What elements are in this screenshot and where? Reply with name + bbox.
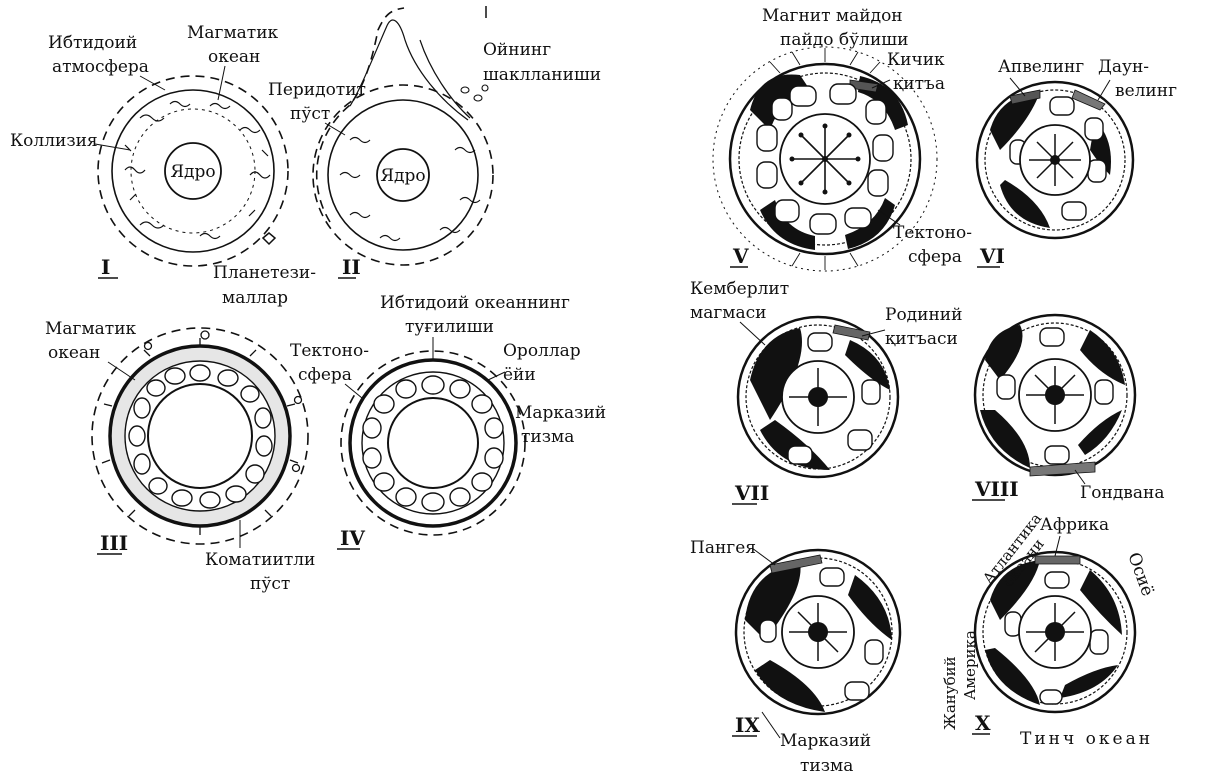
downwelling-label-line2: велинг [1115,81,1177,101]
primary-atmosphere-label-line2: атмосфера [52,57,149,77]
komatiite-crust-label-line2: пўст [250,574,290,594]
magmatic-ocean-label-1-line1: Магматик [187,23,279,43]
island-arcs-label-line2: ёйи [503,365,536,385]
stage-4-diagram: IV [337,351,525,550]
gondwana-label: Гондвана [1080,483,1164,503]
tectonosphere-label-4-line1: Тектоно- [290,341,369,361]
stage-7-diagram: VII [732,317,898,505]
central-ridge-label-4-line1: Марказий [515,403,606,423]
stage-numeral-4: IV [340,526,365,550]
kimberlite-magma-label-line2: магмаси [690,303,766,323]
stage-6-diagram: VI [977,82,1133,268]
planetesimals-label-line2: маллар [222,288,288,308]
core-label-2: Ядро [380,166,425,186]
stage-numeral-3: III [100,531,128,555]
south-america-label-line2: Америка [961,630,979,700]
stage-numeral-7: VII [734,481,769,505]
stage-numeral-10: X [975,711,991,735]
primary-atmosphere-label-line1: Ибтидоий [48,33,137,53]
downwelling-label-line1: Даун- [1098,57,1149,77]
rodinia-continent-label-line2: қитъаси [885,329,958,349]
stage-numeral-1: I [101,255,110,279]
stage-numeral-6: VI [979,244,1005,268]
pacific-ocean-label: Тинч океан [1020,729,1153,749]
tectonosphere-label-4-line2: сфера [298,365,352,385]
primary-ocean-birth-label-line2: туғилиши [405,317,494,337]
stage-numeral-2: II [342,255,361,279]
kimberlite-magma-label-line1: Кемберлит [690,279,789,299]
tectonosphere-label-5-line2: сфера [908,247,962,267]
core-label-1: Ядро [170,162,215,182]
stage-8-diagram: VIII [972,315,1135,501]
island-arcs-label-line1: Ороллар [503,341,581,361]
asia-label: Осиё [1123,550,1157,599]
moon-formation-label-line2: шаклланиши [483,65,601,85]
planetesimals-label-line1: Планетези- [213,263,316,283]
upwelling-label: Апвелинг [998,57,1084,77]
stage-3-diagram: III [92,328,308,555]
tectonosphere-label-5-line1: Тектоно- [893,223,972,243]
moon-formation-label-line1: Ойнинг [483,40,551,60]
pangea-label: Пангея [690,538,756,558]
stage-9-diagram: IX [732,550,900,737]
stage-numeral-5: V [732,244,749,268]
rodinia-continent-label-line1: Родиний [885,305,962,325]
south-america-label-line1: Жанубий [941,656,959,730]
central-ridge-label-4-line2: тизма [521,427,574,447]
africa-label: Африка [1040,515,1109,535]
collision-label: Коллизия [10,131,98,151]
magmatic-ocean-label-1-line2: океан [208,47,260,67]
small-continent-label-line1: Кичик [887,50,945,70]
small-continent-label-line2: қитъа [893,74,945,94]
peridotite-crust-label-line1: Перидотит [268,80,366,100]
primary-ocean-birth-label-line1: Ибтидоий океаннинг [380,293,570,313]
magnetic-field-label-line2: пайдо бўлиши [780,30,908,50]
peridotite-crust-label-line2: пўст [290,104,330,124]
magnetic-field-label-line1: Магнит майдон [762,6,903,26]
magmatic-ocean-label-3-line2: океан [48,343,100,363]
central-ridge-label-9-line1: Марказий [780,731,871,751]
stage-numeral-9: IX [735,713,760,737]
central-ridge-label-9-line2: тизма [800,756,853,776]
stage-numeral-8: VIII [974,477,1019,501]
magmatic-ocean-label-3-line1: Магматик [45,319,137,339]
komatiite-crust-label-line1: Коматиитли [205,550,315,570]
stage-2-diagram: II [313,6,493,279]
